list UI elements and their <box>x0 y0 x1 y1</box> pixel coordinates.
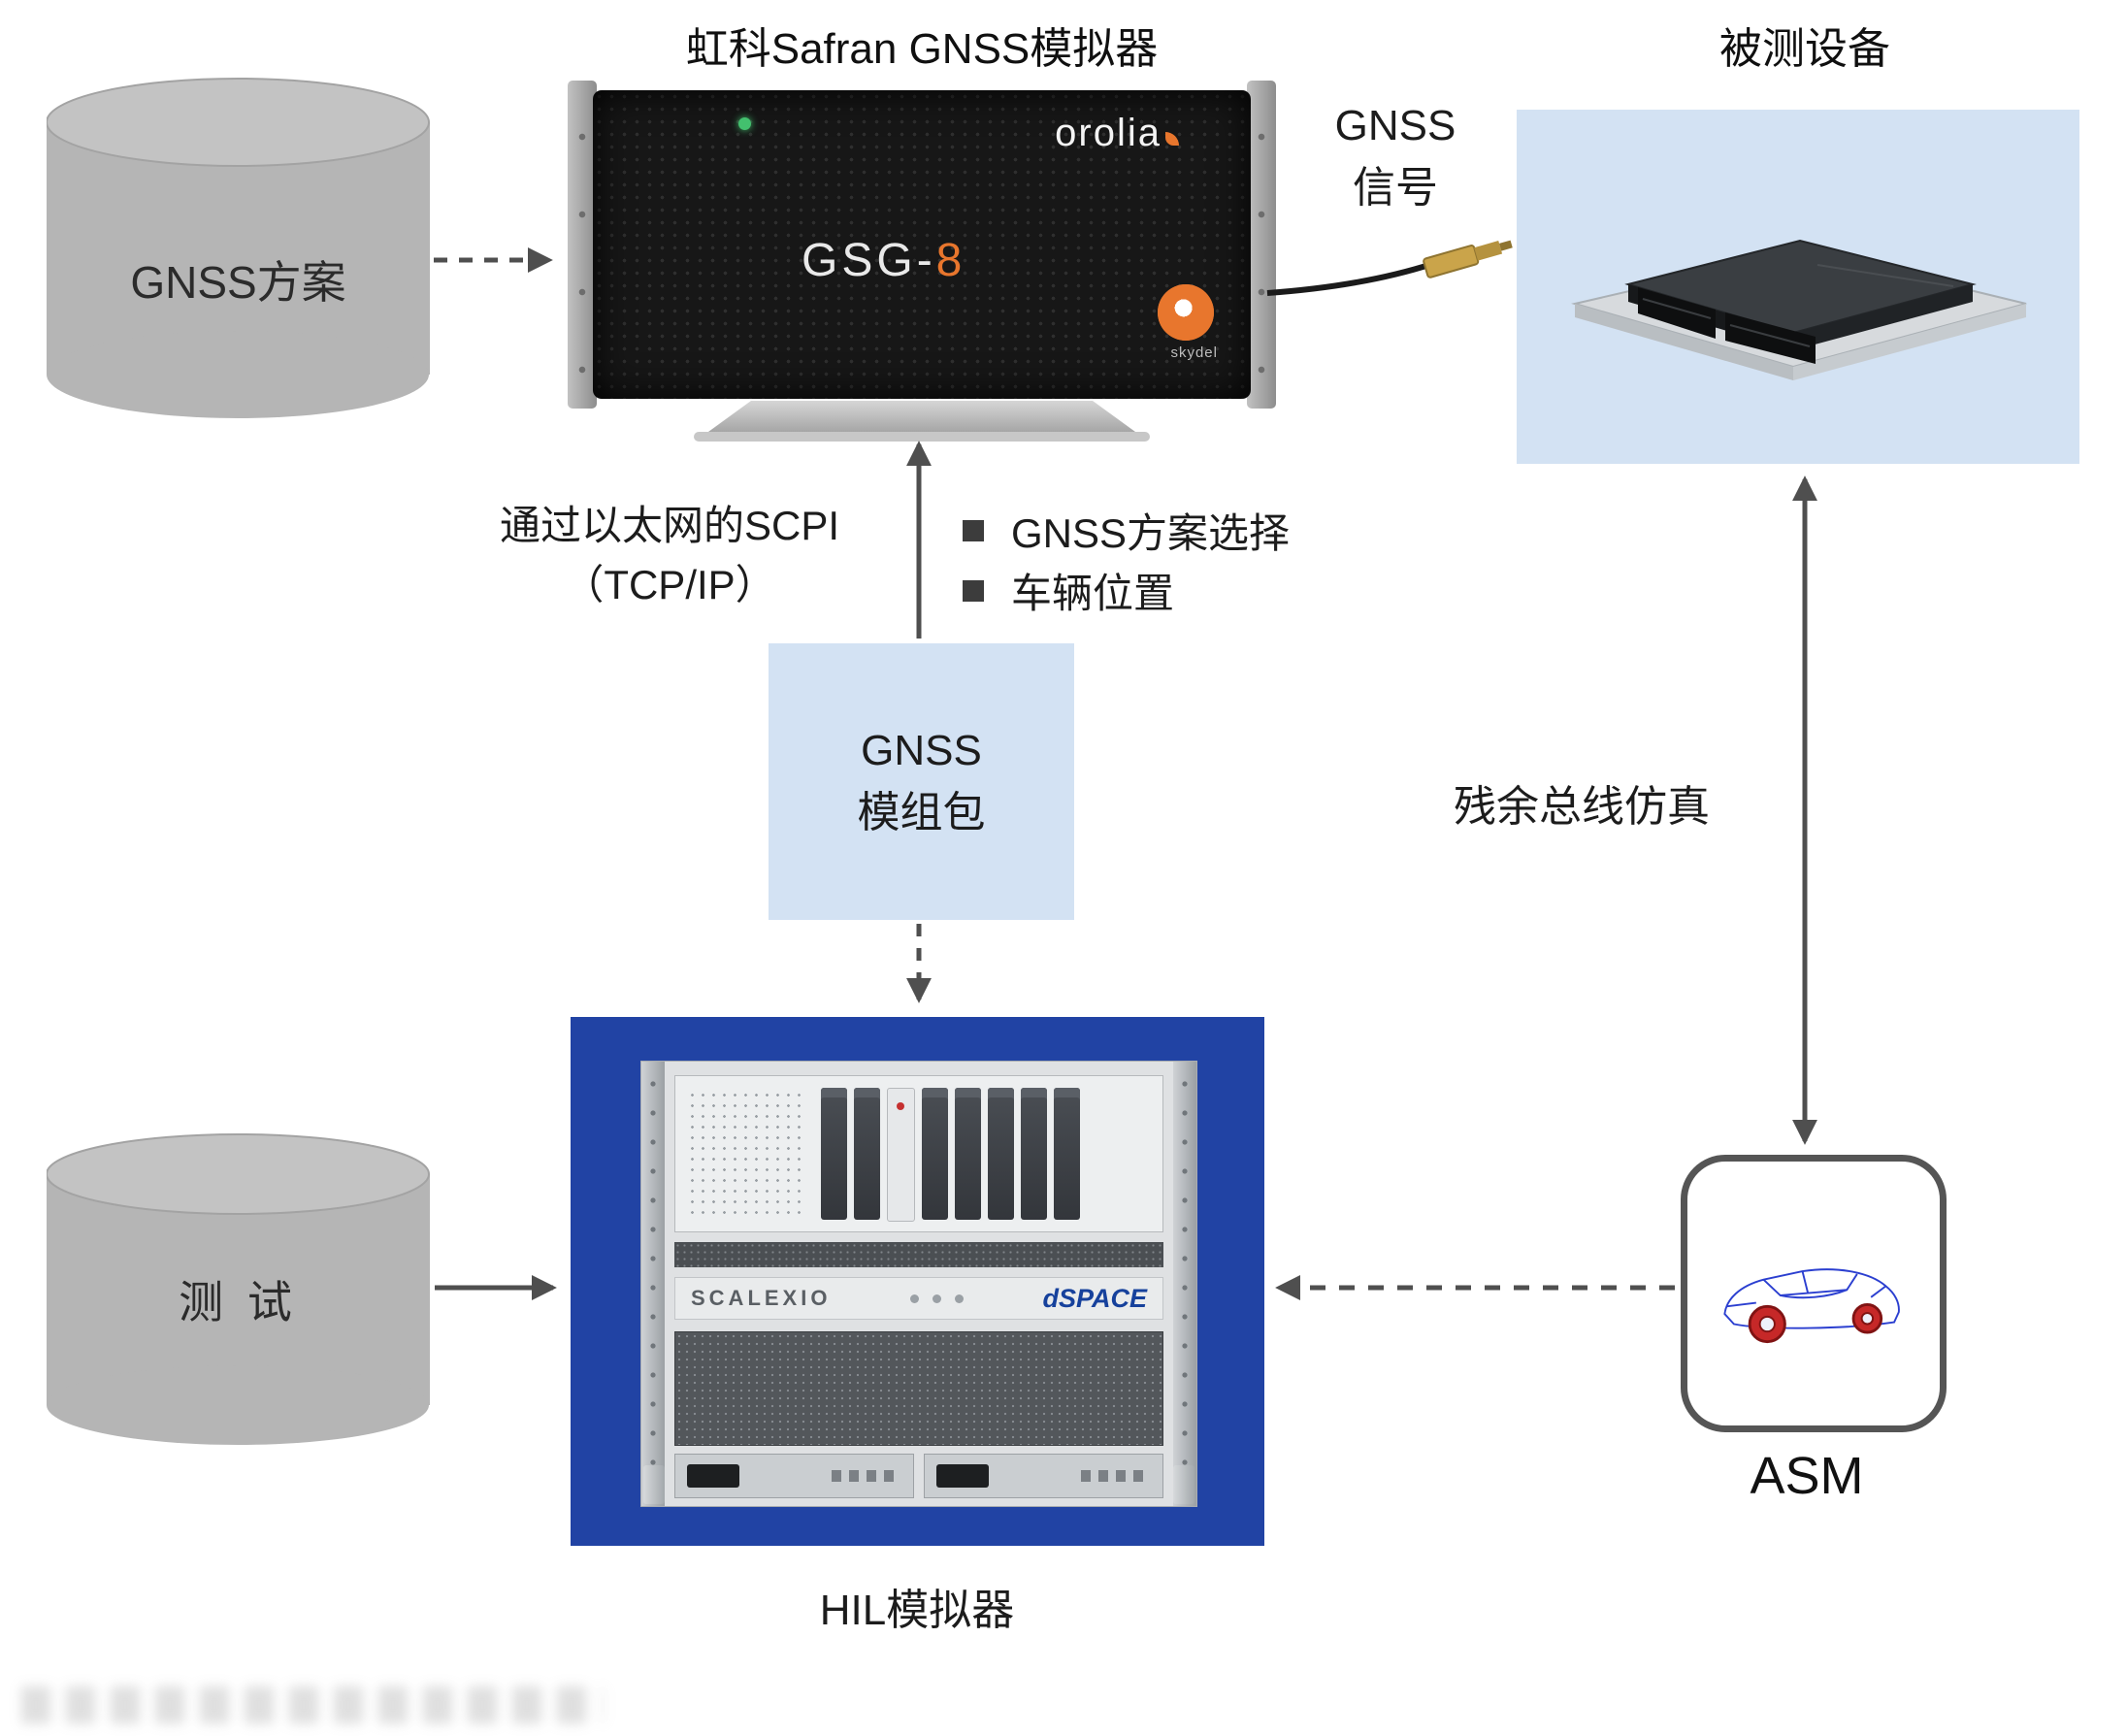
hil-label: HIL模拟器 <box>819 1587 1015 1634</box>
asm-car-icon <box>1723 1268 1900 1344</box>
cylinder-shape <box>46 1133 430 1445</box>
rack-ear-right <box>1247 81 1276 409</box>
brand-row: SCALEXIO dSPACE <box>674 1277 1163 1320</box>
gnss-plan-cylinder: GNSS方案 <box>46 78 430 419</box>
vent-strip <box>674 1242 1163 1267</box>
io-card <box>1054 1088 1080 1220</box>
io-card <box>1021 1088 1047 1220</box>
scpi-label: 通过以太网的SCPI （TCP/IP） <box>499 503 840 607</box>
rack-rail-left <box>641 1062 665 1506</box>
gnss-plan-label: GNSS方案 <box>130 257 346 308</box>
bullet-square-icon <box>963 520 984 541</box>
power-supply-row <box>674 1454 1163 1498</box>
io-cards <box>821 1088 1080 1222</box>
io-card <box>854 1088 880 1220</box>
vent-large <box>674 1331 1163 1446</box>
gnss-module-line2: 模组包 <box>857 788 986 836</box>
bullet-label-2: 车辆位置 <box>1011 571 1175 616</box>
orolia-accent-icon <box>1165 132 1179 146</box>
dut-title: 被测设备 <box>1719 25 1890 73</box>
io-card <box>922 1088 948 1220</box>
device-stand <box>708 401 1135 432</box>
residual-bus-label: 残余总线仿真 <box>1454 783 1710 831</box>
sma-antenna-icon <box>1423 240 1513 278</box>
skydel-logo-icon <box>1158 284 1214 341</box>
io-card <box>821 1088 847 1220</box>
dut-box <box>1517 110 2079 464</box>
orolia-logo: orolia <box>1055 112 1179 155</box>
io-card-panel <box>674 1075 1163 1232</box>
test-label: 测 试 <box>179 1277 298 1327</box>
rack-ear-left <box>568 81 597 409</box>
bullet-square-icon <box>963 580 984 602</box>
rack-handle-left <box>643 1465 665 1504</box>
asm-label: ASM <box>1750 1447 1864 1505</box>
gnss-module-box: GNSS 模组包 <box>769 643 1074 920</box>
hil-simulator-box: SCALEXIO dSPACE <box>571 1017 1264 1546</box>
indicator-dots <box>909 1294 964 1303</box>
scalexio-rack: SCALEXIO dSPACE <box>640 1061 1197 1507</box>
skydel-logo-text: skydel <box>1170 344 1218 361</box>
io-card <box>988 1088 1014 1220</box>
gnss-signal-label: GNSS 信号 <box>1334 102 1456 212</box>
test-cylinder: 测 试 <box>46 1133 430 1446</box>
vent-grid <box>687 1090 802 1216</box>
device-base <box>694 432 1150 442</box>
scalexio-label: SCALEXIO <box>691 1286 832 1310</box>
gnss-simulator-device: orolia GSG-8 skydel <box>568 73 1276 442</box>
dspace-logo: dSPACE <box>1042 1283 1147 1313</box>
bullet-label-1: GNSS方案选择 <box>1011 510 1291 556</box>
io-card <box>887 1088 915 1222</box>
io-card <box>955 1088 981 1220</box>
power-led <box>738 117 751 130</box>
rack-handle-right <box>1173 1465 1194 1504</box>
power-supply-unit <box>924 1454 1163 1498</box>
asm-box <box>1681 1155 1947 1432</box>
power-supply-unit <box>674 1454 914 1498</box>
simulator-title: 虹科Safran GNSS模拟器 <box>685 25 1159 73</box>
rack-rail-right <box>1173 1062 1196 1506</box>
simulator-front-panel: orolia GSG-8 skydel <box>593 90 1251 399</box>
gnss-module-line1: GNSS <box>861 726 982 774</box>
model-badge: GSG-8 <box>802 235 966 286</box>
ecu-device-image <box>1571 239 2027 380</box>
blurred-text-artifact <box>21 1687 604 1723</box>
cylinder-shape <box>46 78 430 418</box>
antenna-cable <box>1266 261 1433 296</box>
